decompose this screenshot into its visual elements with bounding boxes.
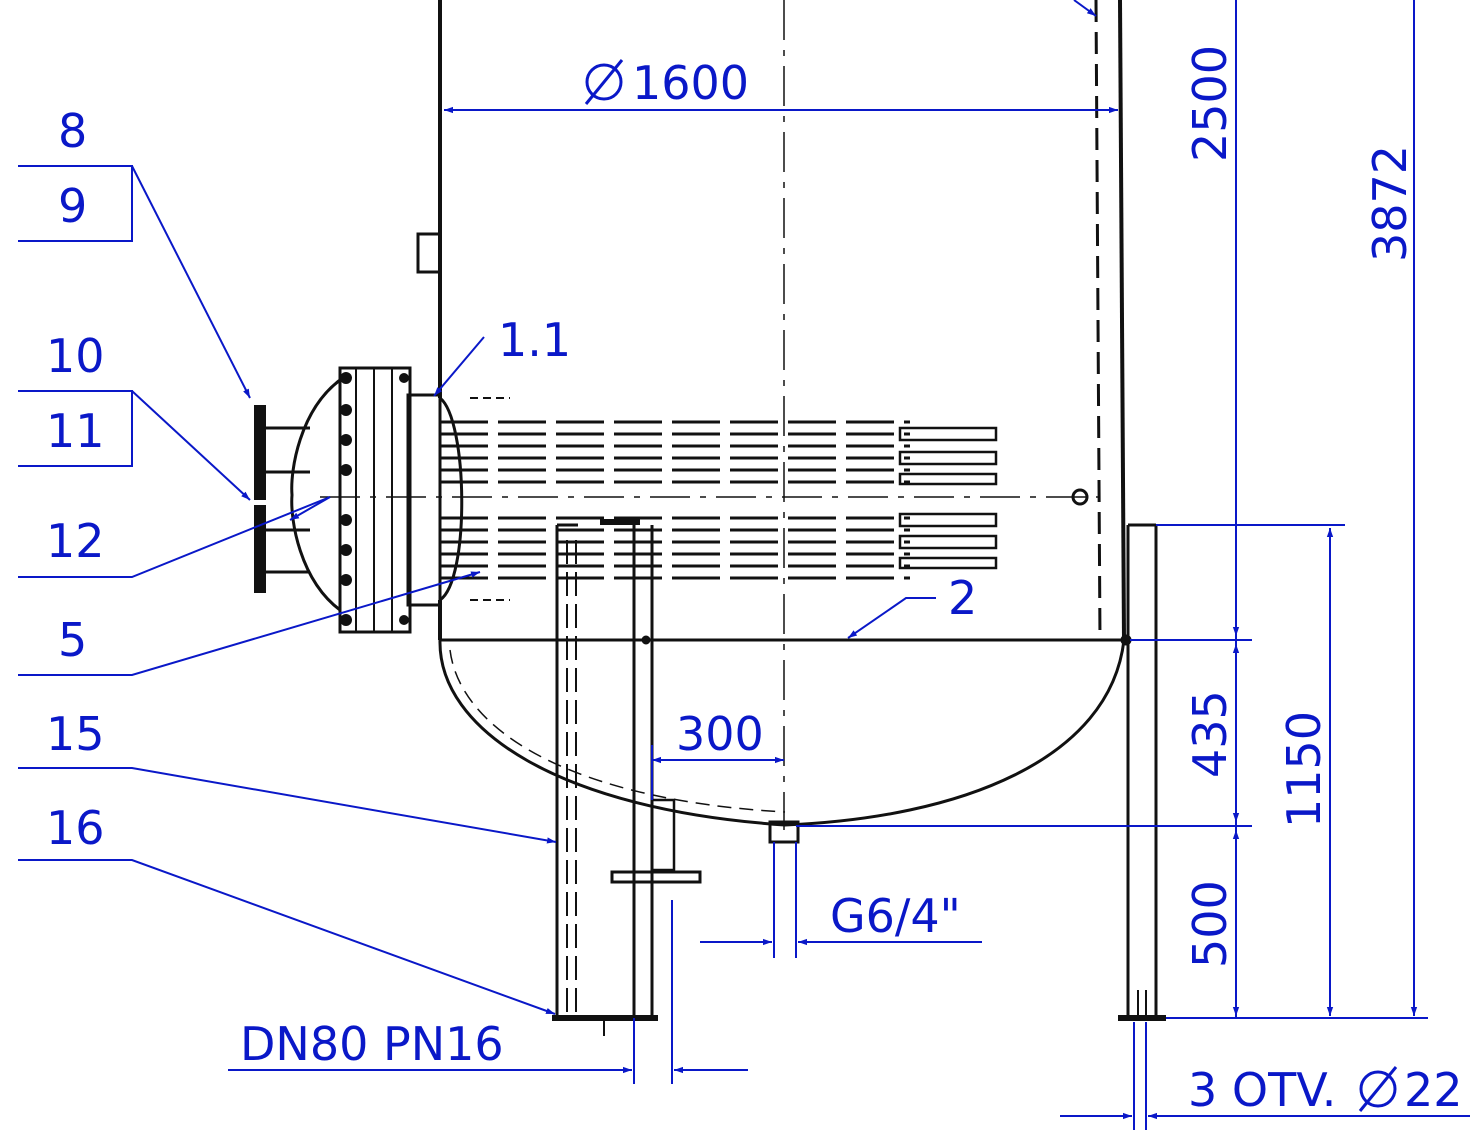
dim-diameter: 1600: [632, 56, 749, 110]
dim-shell-upper: 2500: [1183, 45, 1237, 162]
dim-head-depth: 435: [1183, 690, 1237, 778]
dim-nozzle-offset: 300: [676, 707, 764, 761]
part-label-16: 16: [46, 801, 105, 855]
part-label-10: 10: [46, 329, 105, 383]
part-label-1-1: 1.1: [498, 313, 571, 367]
bottom-head: [438, 639, 1126, 827]
dim-flange-rating: DN80 PN16: [240, 1017, 504, 1071]
vessel-shell: [416, 0, 1132, 646]
part-label-9: 9: [58, 179, 87, 233]
dim-support-height: 1150: [1277, 711, 1331, 828]
support-legs: [552, 519, 1166, 1036]
dim-holes: 3 OTV.: [1188, 1063, 1336, 1117]
dim-drain-thread: G6/4": [830, 889, 961, 943]
heater-bundle: [254, 366, 1100, 634]
part-label-12: 12: [46, 514, 105, 568]
part-label-15: 15: [46, 707, 105, 761]
part-label-8: 8: [58, 104, 87, 158]
hole-diameter-symbol-icon: [1358, 1066, 1398, 1112]
dim-hole-diameter: 22: [1404, 1063, 1463, 1117]
dimension-lines: [228, 0, 1470, 1130]
dim-overall-height: 3872: [1363, 145, 1417, 262]
part-label-2: 2: [948, 571, 977, 625]
part-label-5: 5: [58, 613, 87, 667]
part-label-11: 11: [46, 404, 105, 458]
dim-leg-height: 500: [1183, 880, 1237, 968]
part-leaders: [18, 165, 936, 1015]
diameter-symbol-icon: [584, 59, 624, 105]
